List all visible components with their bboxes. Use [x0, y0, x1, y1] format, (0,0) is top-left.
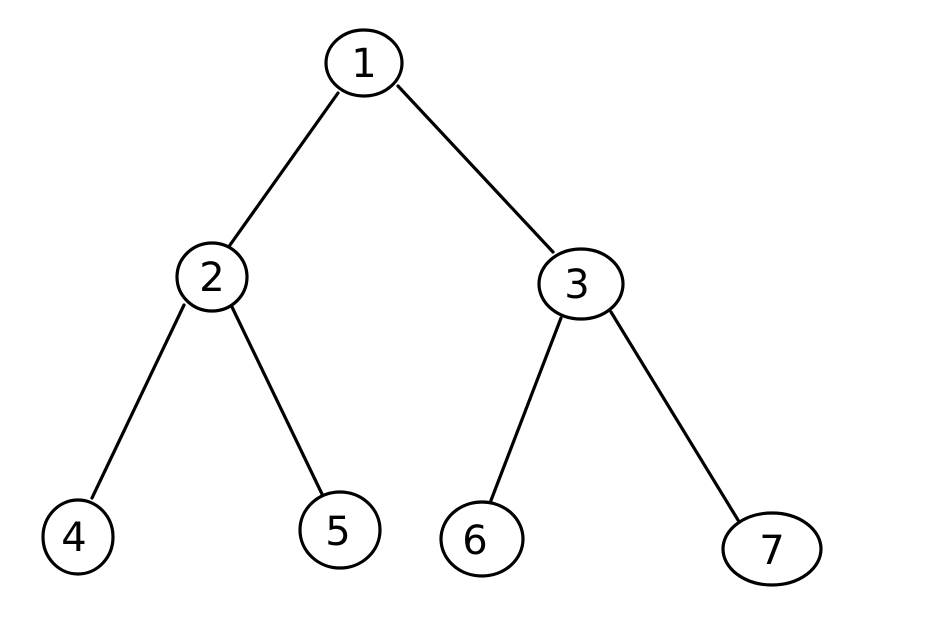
node-3-label: 3 — [564, 262, 589, 308]
edge-2-4 — [90, 303, 186, 500]
edge-3-6 — [488, 316, 563, 505]
node-4: 4 — [41, 498, 115, 576]
node-4-circle — [41, 498, 115, 576]
node-1-label: 1 — [351, 41, 376, 87]
node-1-circle — [324, 28, 404, 98]
node-1: 1 — [324, 28, 404, 98]
node-6-circle — [439, 500, 525, 578]
node-3-circle — [537, 247, 625, 321]
node-3: 3 — [537, 247, 625, 321]
node-2-label: 2 — [199, 255, 224, 301]
node-5-circle — [298, 490, 382, 570]
node-7-circle — [721, 511, 823, 587]
node-5: 5 — [298, 490, 382, 570]
node-7: 7 — [721, 511, 823, 587]
edge-3-7 — [609, 310, 740, 522]
edges-layer — [90, 84, 740, 522]
node-7-label: 7 — [759, 528, 784, 574]
node-5-label: 5 — [325, 509, 350, 555]
edge-1-2 — [228, 91, 340, 247]
node-6: 6 — [439, 500, 525, 578]
node-6-label: 6 — [462, 518, 487, 564]
node-2: 2 — [175, 241, 249, 313]
edge-1-3 — [396, 84, 555, 254]
node-4-label: 4 — [61, 515, 86, 561]
edge-2-5 — [230, 305, 324, 496]
node-2-circle — [175, 241, 249, 313]
